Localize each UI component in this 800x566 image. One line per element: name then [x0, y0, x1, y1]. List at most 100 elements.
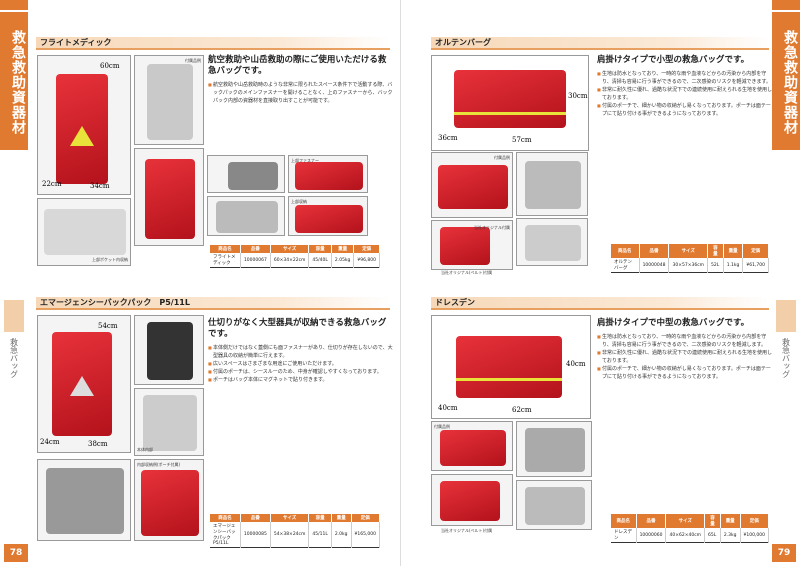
- table-header-cell: 品番: [636, 514, 667, 528]
- table-cell: 10000067: [240, 253, 271, 268]
- table-header-cell: 重量: [331, 245, 355, 253]
- description-heading: 仕切りがなく大型器具が収納できる救急バッグです。: [208, 318, 387, 339]
- product-photo: [431, 474, 513, 526]
- table-header-cell: 重量: [723, 244, 744, 258]
- dim-width: 38cm: [88, 440, 108, 448]
- product-photo: [37, 459, 131, 541]
- table-header-cell: サイズ: [270, 245, 310, 253]
- left-page: 救急救助資器材 救急バッグ 78 フライトメディック 60cm 22cm 34c…: [0, 0, 400, 566]
- product-title: フライトメディック: [36, 37, 390, 50]
- table-header-cell: 品番: [639, 244, 670, 258]
- feature-bullet: 非常に耐久性に優れ、過酷な状況下での連続使用に耐えられる生地を使用しております。: [597, 86, 775, 102]
- table-header-row: 商品名品番サイズ容量重量定価: [210, 514, 381, 522]
- table-cell: 52L: [707, 258, 724, 273]
- product-photo: 上部収納: [288, 196, 368, 236]
- table-cell: エマージェンシーバックパックP5/11L: [210, 522, 241, 548]
- table-header-cell: 商品名: [210, 245, 241, 253]
- photo-caption: 内部収納例(ポーチ付属): [137, 462, 181, 467]
- table-header-cell: 容量: [707, 244, 724, 258]
- feature-bullet: 付属のポーチは、シースルーのため、中身が確認しやすくなっております。: [208, 368, 393, 376]
- table-header-cell: 品番: [240, 514, 271, 522]
- product-description: 仕切りがなく大型器具が収納できる救急バッグです。 本体側だけではなく蓋側にも面フ…: [208, 318, 393, 384]
- table-header-cell: 定価: [740, 514, 769, 528]
- subcategory-tab: 救急バッグ: [776, 300, 796, 378]
- table-header-cell: 定価: [351, 514, 381, 522]
- table-header-cell: サイズ: [270, 514, 310, 522]
- dim-height: 40cm: [566, 360, 586, 368]
- table-header-cell: 重量: [331, 514, 352, 522]
- dim-depth: 36cm: [438, 134, 458, 142]
- feature-bullet: 付属のポーチで、細かい物の収納がし易くなっております。ポーチは面テープにて貼り付…: [597, 365, 775, 381]
- table-cell: ¥96,800: [353, 253, 380, 268]
- dim-depth: 22cm: [42, 180, 62, 188]
- photo-caption: 当社オリジナル付属: [474, 225, 510, 230]
- product-photo: [207, 196, 285, 236]
- photo-caption: 上部収納: [291, 199, 307, 204]
- right-page: 救急救助資器材 救急バッグ 79 オルテンバーグ 30cm 36cm 57cm …: [400, 0, 800, 566]
- product-photo: 60cm 22cm 34cm: [37, 55, 131, 195]
- product-photo: 付属品例: [134, 55, 204, 145]
- table-cell: ¥61,700: [742, 258, 769, 273]
- table-header-row: 商品名品番サイズ容量重量定価: [611, 244, 769, 258]
- product-description: 肩掛けタイプで中型の救急バッグです。 生地は防水となっており、一時的な雨や血液な…: [597, 318, 775, 381]
- feature-bullet: 本体側だけではなく蓋側にも面ファスナーがあり、仕切りが存在しないので、大型器具の…: [208, 344, 393, 360]
- description-heading: 肩掛けタイプで中型の救急バッグです。: [597, 318, 750, 328]
- category-tab: 救急救助資器材: [0, 0, 28, 150]
- table-cell: ドレスデン: [611, 528, 637, 543]
- product-photo: 30cm 36cm 57cm: [431, 55, 589, 151]
- table-header-cell: 商品名: [210, 514, 241, 522]
- table-cell: 10000048: [639, 258, 670, 273]
- photo-caption: 本体内部: [137, 447, 153, 452]
- dim-depth: 40cm: [438, 404, 458, 412]
- product-photo: 当社オリジナル付属: [431, 220, 513, 270]
- dim-depth: 24cm: [40, 438, 60, 446]
- product-photo: 付属品例: [431, 421, 513, 471]
- product-photo: 内部収納例(ポーチ付属): [134, 459, 204, 541]
- page-number: 79: [772, 544, 796, 562]
- table-cell: 2.0kg: [331, 522, 352, 548]
- table-header-cell: 定価: [353, 245, 380, 253]
- table-header-cell: 定価: [742, 244, 769, 258]
- product-photo: 付属品例: [431, 152, 513, 218]
- product-photo: 上部ポケット内収納: [37, 198, 131, 266]
- table-cell: 1.1kg: [723, 258, 744, 273]
- feature-bullet: 生地は防水となっており、一時的な雨や血液などからの汚染から内部を守り、清掃も容易…: [597, 70, 775, 86]
- subcategory-label: 救急バッグ: [781, 338, 791, 378]
- category-tab: 救急救助資器材: [772, 0, 800, 150]
- table-header-cell: 容量: [308, 514, 332, 522]
- dim-height: 30cm: [568, 92, 588, 100]
- table-header-cell: 重量: [720, 514, 741, 528]
- photo-caption: 上部ポケット内収納: [92, 257, 128, 262]
- product-photo: [516, 480, 592, 530]
- table-header-cell: 容量: [704, 514, 721, 528]
- product-photo: [516, 218, 588, 266]
- table-header-row: 商品名品番サイズ容量重量定価: [611, 514, 769, 528]
- product-photo: 40cm 40cm 62cm: [431, 315, 591, 419]
- feature-bullet: ポーチはバッグ本体にマグネットで貼り付きます。: [208, 376, 393, 384]
- product-photo: [516, 152, 588, 216]
- subcategory-tab: 救急バッグ: [4, 300, 24, 378]
- subcategory-label: 救急バッグ: [9, 338, 19, 378]
- table-header-cell: 商品名: [611, 244, 640, 258]
- table-cell: 2.3kg: [720, 528, 741, 543]
- table-cell: ¥100,000: [740, 528, 769, 543]
- photo-caption: 付属品例: [434, 424, 450, 429]
- table-header-cell: 容量: [308, 245, 332, 253]
- feature-bullet: 非常に耐久性に優れ、過酷な状況下での連続使用に耐えられる生地を使用しております。: [597, 349, 775, 365]
- table-cell: フライトメディック: [210, 253, 241, 268]
- product-photo: [134, 148, 204, 246]
- feature-bullet: 生地は防水となっており、一時的な雨や血液などからの汚染から内部を守り、清掃も容易…: [597, 333, 775, 349]
- table-cell: オルテンバーグ: [611, 258, 640, 273]
- product-title: オルテンバーグ: [431, 37, 769, 50]
- description-heading: 航空救助や山岳救助の際にご使用いただける救急バッグです。: [208, 55, 387, 76]
- table-cell: 45/40L: [308, 253, 332, 268]
- photo-caption: 付属品例: [185, 58, 201, 63]
- table-header-cell: サイズ: [668, 244, 709, 258]
- dim-width: 62cm: [512, 406, 532, 414]
- table-cell: 45/11L: [308, 522, 332, 548]
